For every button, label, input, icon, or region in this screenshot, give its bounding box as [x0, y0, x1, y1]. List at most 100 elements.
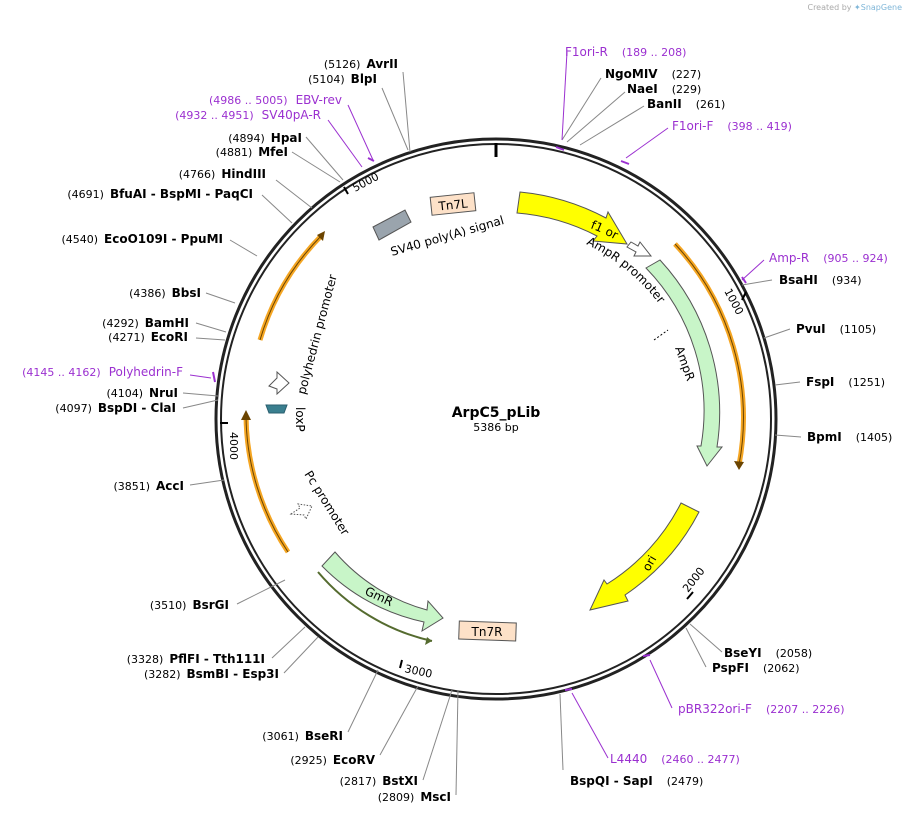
feature-orange-arc-left-top-core [259, 234, 323, 341]
feature-ampr [645, 259, 724, 467]
primer-tick-l4440 [564, 688, 573, 691]
feature-ampr-promoter [626, 241, 653, 257]
plasmid-name: ArpC5_pLib [452, 405, 541, 421]
leader-ecoo109i [229, 239, 258, 257]
feature-orange-arc-right-head [734, 461, 744, 470]
site-bbsi[interactable]: (4386)BbsI [129, 286, 201, 300]
leader-bsrgi [236, 579, 286, 605]
primer-sv40pa-r[interactable]: (4932 .. 4951)SV40pA-R [175, 108, 321, 122]
feature-gmr-orf-head [425, 637, 432, 645]
leader-msci [455, 689, 459, 796]
feature-gmr [321, 551, 444, 633]
site-bsrgi[interactable]: (3510)BsrGI [150, 598, 229, 612]
site-bpmi[interactable]: BpmI(1405) [807, 430, 892, 444]
leader-pflfi [271, 626, 306, 659]
leader-ecorv [379, 685, 419, 756]
primer-polyhedrin-f[interactable]: (4145 .. 4162)Polyhedrin-F [22, 365, 183, 379]
primer-labels: F1ori-R(189 .. 208) F1ori-F(398 .. 419) … [22, 45, 888, 766]
site-bsahi[interactable]: BsaHI(934) [779, 273, 862, 287]
site-leaders [182, 71, 802, 796]
leader-bamhi [195, 322, 227, 333]
leader-bseri [347, 669, 379, 733]
leader-ngomiv [561, 77, 602, 141]
tick-3000 [399, 659, 403, 669]
site-hindiii[interactable]: (4766)HindIII [179, 167, 266, 181]
feature-orange-arc-left-bottom-core [245, 414, 289, 553]
site-ecori[interactable]: (4271)EcoRI [108, 330, 188, 344]
tick-label-5000: 5000 [350, 170, 381, 195]
site-bsmbi[interactable]: (3282)BsmBI - Esp3I [144, 667, 279, 681]
leader-bspdi [182, 399, 219, 409]
feature-f1-ori [516, 191, 628, 245]
site-pflfi[interactable]: (3328)PflFI - Tth111I [127, 652, 265, 666]
site-fspi[interactable]: FspI(1251) [806, 375, 885, 389]
snapgene-credit: Created by ✦SnapGene [807, 3, 902, 12]
site-msci[interactable]: (2809)MscI [378, 790, 451, 804]
primer-f1ori-f[interactable]: F1ori-F(398 .. 419) [672, 119, 792, 133]
primer-l4440[interactable]: L4440(2460 .. 2477) [610, 752, 740, 766]
leader-blpi [381, 87, 409, 151]
site-banii[interactable]: BanII(261) [647, 97, 725, 111]
leader-bsahi [741, 279, 773, 286]
site-blpi[interactable]: (5104)BlpI [308, 72, 377, 86]
leader-bfuai [261, 194, 293, 224]
leader-mfei [291, 151, 341, 183]
site-avrii[interactable]: (5126)AvrII [324, 57, 398, 71]
leader-pvui [763, 328, 791, 339]
tick-label-3000: 3000 [403, 662, 433, 681]
feature-pc-promoter [289, 503, 313, 521]
plasmid-length: 5386 bp [473, 421, 518, 434]
tick-label-2000: 2000 [680, 565, 707, 595]
leader-bspqi [559, 693, 564, 771]
site-bseyi[interactable]: BseYI(2058) [724, 646, 812, 660]
tick-label-4000: 4000 [227, 432, 240, 460]
primer-tick-f1ori-r [555, 146, 565, 151]
label-tn7l: Tn7L [437, 196, 469, 213]
leader-pspfi [685, 627, 707, 668]
leader-bsmbi [283, 636, 319, 674]
site-bfuai[interactable]: (4691)BfuAI - BspMI - PaqCI [67, 187, 253, 201]
site-ecorv[interactable]: (2925)EcoRV [290, 753, 375, 767]
leader-banii [579, 105, 645, 146]
leader-nrui [182, 392, 219, 397]
primer-leader-pbr322ori-f [649, 659, 673, 709]
site-labels-left: (5126)AvrII (5104)BlpI (4894)HpaI (4881)… [55, 57, 451, 804]
tick-2000 [686, 591, 694, 600]
primer-amp-r[interactable]: Amp-R(905 .. 924) [769, 251, 888, 265]
label-pc-promoter: Pc promoter [301, 468, 352, 538]
feature-ori [589, 502, 700, 611]
scale-ticks [220, 186, 747, 669]
snapgene-logo-icon: ✦ [854, 3, 861, 12]
primer-leaders [189, 51, 765, 759]
primer-leader-f1ori-f [625, 127, 669, 159]
site-hpai[interactable]: (4894)HpaI [228, 131, 302, 145]
site-naei[interactable]: NaeI(229) [627, 82, 701, 96]
leader-naei [566, 91, 626, 143]
primer-f1ori-r[interactable]: F1ori-R(189 .. 208) [565, 45, 686, 59]
feature-gmr-orf [317, 571, 433, 642]
feature-tn7l [429, 192, 477, 216]
site-ecoo109i[interactable]: (4540)EcoO109I - PpuMI [61, 232, 223, 246]
site-bseri[interactable]: (3061)BseRI [262, 729, 343, 743]
site-bspqi[interactable]: BspQI - SapI(2479) [570, 774, 703, 788]
site-bstxi[interactable]: (2817)BstXI [340, 774, 418, 788]
site-labels-right: NgoMIV(227) NaeI(229) BanII(261) BsaHI(9… [570, 67, 892, 788]
site-ngomiv[interactable]: NgoMIV(227) [605, 67, 701, 81]
site-bamhi[interactable]: (4292)BamHI [102, 316, 189, 330]
site-mfei[interactable]: (4881)MfeI [216, 145, 288, 159]
leader-bpmi [774, 434, 802, 438]
tick-label-1000: 1000 [721, 286, 746, 317]
credit-prefix: Created by [807, 3, 852, 12]
site-pvui[interactable]: PvuI(1105) [796, 322, 876, 336]
leader-ecori [195, 337, 226, 341]
site-nrui[interactable]: (4104)NruI [106, 386, 178, 400]
leader-hindiii [275, 179, 313, 209]
site-bspdi[interactable]: (4097)BspDI - ClaI [55, 401, 176, 415]
leader-bseyi [689, 623, 723, 653]
primer-ebv-rev[interactable]: (4986 .. 5005)EBV-rev [209, 93, 342, 107]
leader-bbsi [205, 292, 236, 304]
primer-pbr322ori-f[interactable]: pBR322ori-F(2207 .. 2226) [678, 702, 845, 716]
site-pspfi[interactable]: PspFI(2062) [712, 661, 800, 675]
site-acci[interactable]: (3851)AccI [113, 479, 184, 493]
